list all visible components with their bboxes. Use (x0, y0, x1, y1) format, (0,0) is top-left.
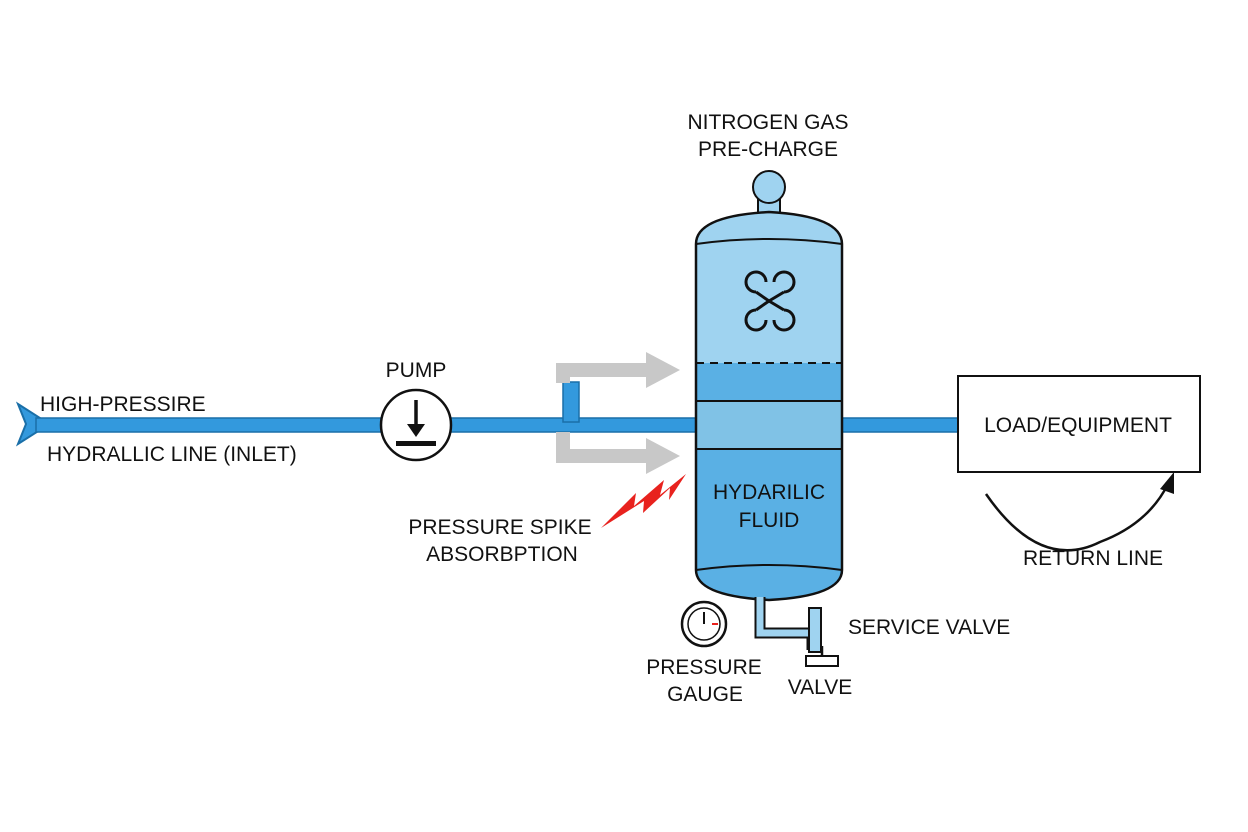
load-label: LOAD/EQUIPMENT (984, 414, 1172, 437)
pump (379, 388, 453, 462)
pressure-gauge-icon (680, 600, 728, 648)
accumulator-tank (694, 170, 844, 602)
gauge-label-line2: GAUGE (667, 683, 743, 706)
flow-arrow-lower (556, 432, 680, 474)
outlet-pipe (839, 417, 963, 433)
service-valve-label: SERVICE VALVE (848, 616, 1010, 639)
service-valve (754, 597, 839, 667)
fluid-label-line2: FLUID (739, 509, 800, 532)
nitrogen-label-line2: PRE-CHARGE (698, 138, 838, 161)
inlet-label-line2: HYDRALLIC LINE (INLET) (47, 443, 297, 466)
flow-arrow-upper (556, 352, 680, 388)
gas-molecule-icon (744, 270, 796, 332)
load-equipment-box (957, 375, 1201, 473)
nitrogen-label-line1: NITROGEN GAS (687, 111, 848, 134)
gas-valve-cap (752, 170, 786, 204)
return-arrow-icon (984, 472, 1174, 552)
return-line-label: RETURN LINE (1023, 547, 1163, 570)
spike-label-line1: PRESSURE SPIKE (408, 516, 591, 539)
valve-label: VALVE (788, 676, 853, 699)
inlet-label-line1: HIGH-PRESSIRE (40, 393, 206, 416)
pump-icon (396, 400, 436, 446)
fluid-label-line1: HYDARILIC (713, 481, 825, 504)
pump-label: PUMP (386, 359, 447, 382)
valve-icon (805, 646, 839, 667)
pressure-spike-icon (601, 474, 686, 528)
spike-label-line2: ABSORBPTION (426, 543, 578, 566)
branch-tee (562, 381, 580, 423)
gauge-label-line1: PRESSURE (646, 656, 762, 679)
